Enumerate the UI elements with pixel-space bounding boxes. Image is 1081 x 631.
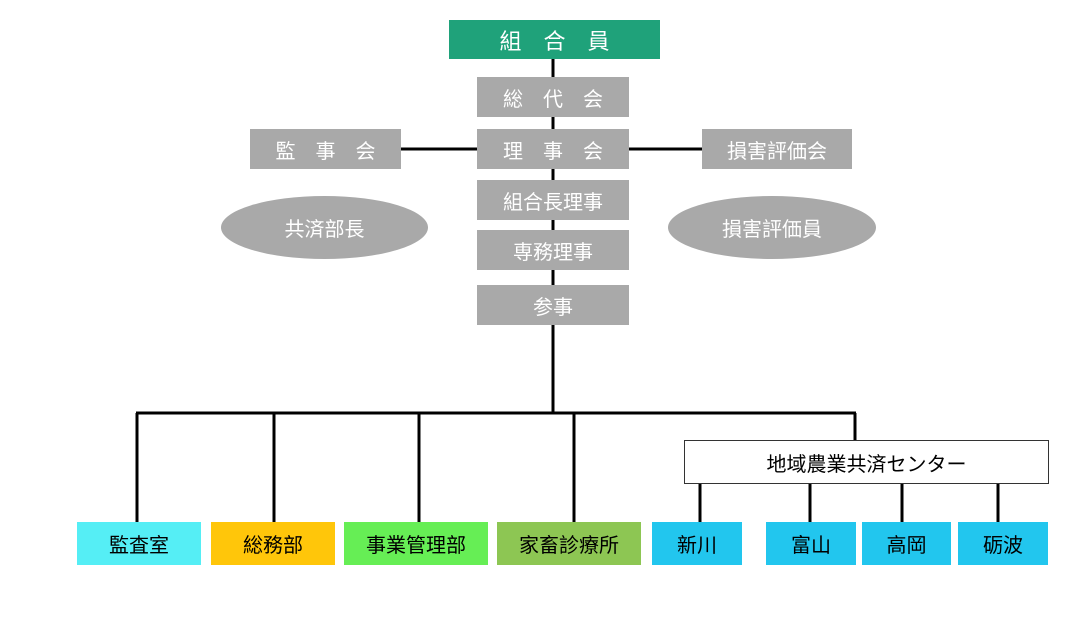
business-management-label: 事業管理部: [366, 533, 466, 557]
damage-committee-label: 損害評価会: [727, 138, 827, 163]
regional-center-label: 地域農業共済センター: [766, 451, 967, 476]
branch-box-tonami: 砺波: [958, 522, 1048, 565]
board-label: 理 事 会: [503, 138, 603, 163]
audit-committee-box: 監 事 会: [250, 129, 401, 169]
veterinary-clinic-box: 家畜診療所: [497, 522, 641, 565]
managing-director-label: 専務理事: [513, 239, 593, 264]
damage-assessor-ellipse: 損害評価員: [668, 196, 876, 259]
branch-label-niikawa: 新川: [677, 533, 717, 557]
branch-label-tonami: 砺波: [983, 533, 1023, 557]
branch-label-toyama: 富山: [791, 533, 831, 557]
branch-box-toyama: 富山: [766, 522, 856, 565]
members-label: 組 合 員: [499, 29, 610, 55]
audit-office-label: 監査室: [109, 533, 169, 557]
members-box: 組 合 員: [449, 20, 660, 59]
counselor-box: 参事: [477, 285, 629, 325]
chairman-box: 組合長理事: [477, 180, 629, 220]
chairman-label: 組合長理事: [503, 189, 603, 214]
damage-assessor-label: 損害評価員: [722, 217, 822, 241]
branch-label-takaoka: 高岡: [886, 533, 927, 557]
regional-center-box: 地域農業共済センター: [684, 440, 1049, 484]
mutual-aid-director-ellipse: 共済部長: [221, 196, 428, 259]
branch-box-niikawa: 新川: [652, 522, 742, 565]
managing-director-box: 専務理事: [477, 230, 629, 270]
audit-office-box: 監査室: [77, 522, 201, 565]
branch-box-takaoka: 高岡: [862, 522, 951, 565]
general-affairs-box: 総務部: [211, 522, 335, 565]
mutual-aid-director-label: 共済部長: [284, 217, 365, 241]
general-assembly-box: 総 代 会: [477, 77, 629, 117]
audit-committee-label: 監 事 会: [275, 138, 376, 163]
board-box: 理 事 会: [477, 129, 629, 169]
damage-committee-box: 損害評価会: [702, 129, 852, 169]
general-assembly-label: 総 代 会: [503, 86, 603, 111]
counselor-label: 参事: [533, 294, 573, 319]
general-affairs-label: 総務部: [243, 533, 303, 557]
veterinary-clinic-label: 家畜診療所: [519, 533, 619, 557]
business-management-box: 事業管理部: [344, 522, 488, 565]
